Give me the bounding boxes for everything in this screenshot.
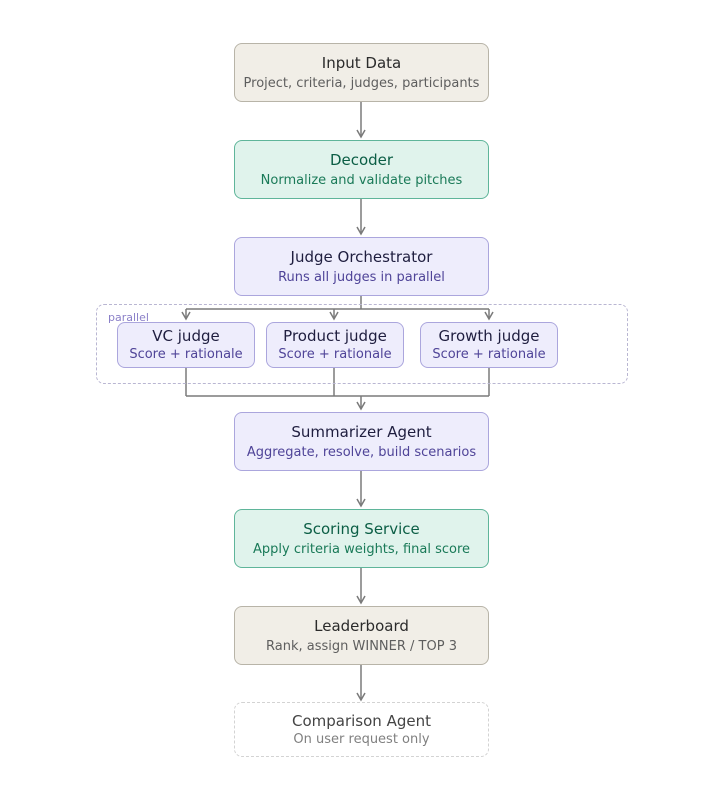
node-title: Growth judge bbox=[438, 327, 540, 345]
node-subtitle: Runs all judges in parallel bbox=[278, 269, 445, 285]
node-title: Judge Orchestrator bbox=[290, 247, 433, 266]
node-title: Leaderboard bbox=[314, 616, 409, 635]
node-subtitle: Project, criteria, judges, participants bbox=[243, 75, 480, 91]
node-title: Comparison Agent bbox=[292, 711, 431, 730]
node-vc-judge: VC judge Score + rationale bbox=[117, 322, 255, 368]
node-subtitle: Aggregate, resolve, build scenarios bbox=[246, 444, 477, 460]
node-leaderboard: Leaderboard Rank, assign WINNER / TOP 3 bbox=[234, 606, 489, 665]
node-title: Decoder bbox=[329, 150, 394, 169]
node-scoring-service: Scoring Service Apply criteria weights, … bbox=[234, 509, 489, 568]
node-subtitle: Score + rationale bbox=[129, 347, 243, 362]
parallel-group bbox=[96, 304, 628, 384]
parallel-group-label: parallel bbox=[108, 311, 149, 324]
node-subtitle: Normalize and validate pitches bbox=[260, 172, 463, 188]
node-subtitle: Score + rationale bbox=[432, 347, 546, 362]
node-growth-judge: Growth judge Score + rationale bbox=[420, 322, 558, 368]
node-input-data: Input Data Project, criteria, judges, pa… bbox=[234, 43, 489, 102]
node-subtitle: Rank, assign WINNER / TOP 3 bbox=[266, 638, 457, 654]
node-decoder: Decoder Normalize and validate pitches bbox=[234, 140, 489, 199]
node-title: Summarizer Agent bbox=[291, 422, 432, 441]
node-summarizer-agent: Summarizer Agent Aggregate, resolve, bui… bbox=[234, 412, 489, 471]
node-title: Scoring Service bbox=[303, 519, 420, 538]
node-subtitle: On user request only bbox=[293, 731, 430, 747]
node-product-judge: Product judge Score + rationale bbox=[266, 322, 404, 368]
node-subtitle: Apply criteria weights, final score bbox=[252, 541, 471, 557]
node-title: VC judge bbox=[152, 327, 220, 345]
node-judge-orchestrator: Judge Orchestrator Runs all judges in pa… bbox=[234, 237, 489, 296]
node-subtitle: Score + rationale bbox=[278, 347, 392, 362]
node-title: Input Data bbox=[321, 53, 402, 72]
node-comparison-agent: Comparison Agent On user request only bbox=[234, 702, 489, 757]
node-title: Product judge bbox=[283, 327, 387, 345]
